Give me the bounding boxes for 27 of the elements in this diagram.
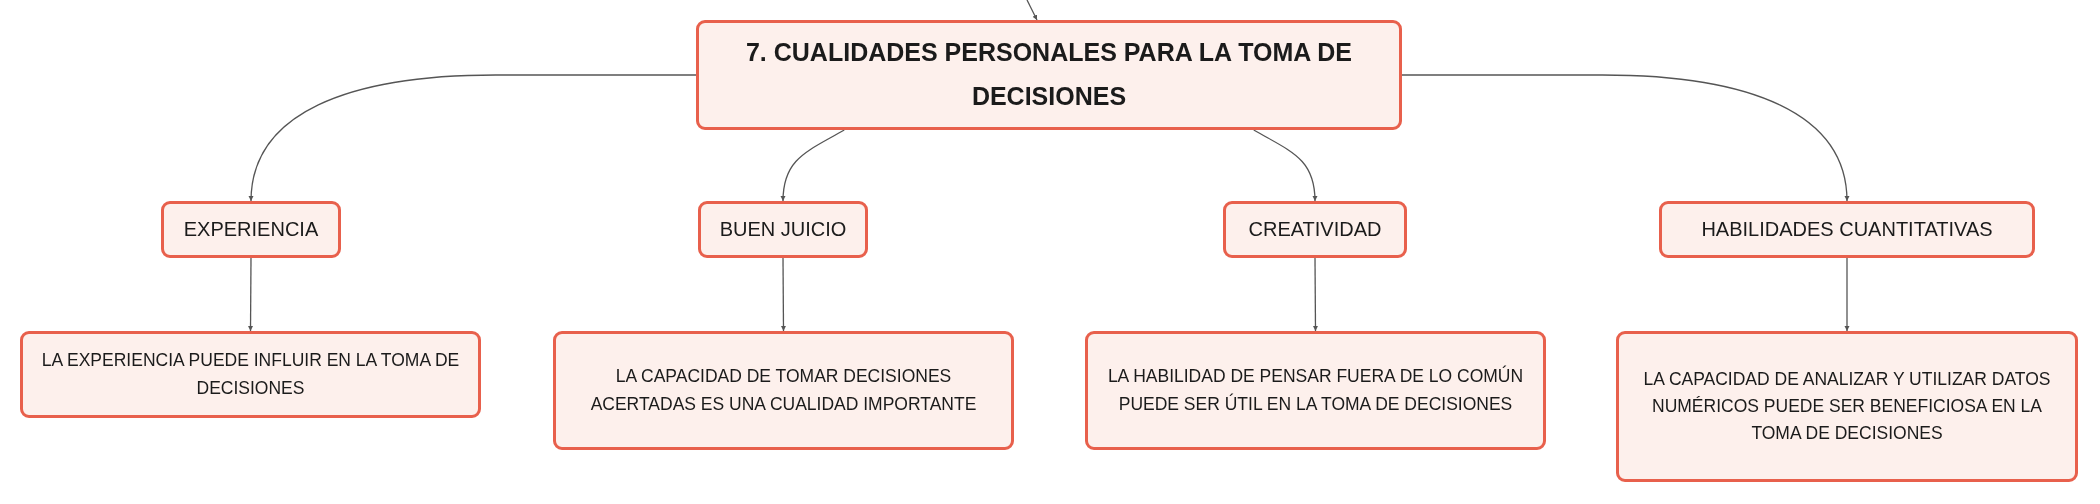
connector-arrow (780, 257, 786, 332)
subtopic-box (161, 201, 341, 258)
topic-title: 7. CUALIDADES PERSONALES PARA LA TOMA DE DECISIONES (744, 37, 1354, 112)
subtopic-box (1223, 201, 1407, 258)
node-text: LA CAPACIDAD DE ANALIZAR Y UTILIZAR DATOS NUMÉRICOS PUEDE SER BENEFICIOSA EN LA TOMA DE DECISIONES (1642, 367, 2052, 446)
connector-arrow (1253, 129, 1318, 202)
node-text: HABILIDADES CUANTITATIVAS (1701, 217, 1993, 242)
connector-arrow (1312, 257, 1318, 332)
node-text: BUEN JUICIO (719, 217, 847, 242)
description-box (1085, 331, 1546, 450)
description-box (1616, 331, 2078, 482)
connector-arrow (249, 74, 697, 202)
node-text: EXPERIENCIA (183, 217, 319, 242)
node-text: LA CAPACIDAD DE TOMAR DECISIONES ACERTADAS ES UNA CUALIDAD IMPORTANTE (589, 365, 978, 416)
connector-arrow (1401, 74, 1849, 202)
connector-arrow (1844, 257, 1850, 332)
connector-arrow (780, 129, 845, 202)
node-text: LA HABILIDAD DE PENSAR FUERA DE LO COMÚN PUEDE SER ÚTIL EN LA TOMA DE DECISIONES (1106, 365, 1525, 416)
connector-arrow (1026, 0, 1038, 21)
node-text: CREATIVIDAD (1248, 217, 1382, 242)
topic-box (696, 20, 1402, 130)
node-text: LA EXPERIENCIA PUEDE INFLUIR EN LA TOMA DE DECISIONES (40, 349, 461, 400)
description-box (553, 331, 1014, 450)
description-box (20, 331, 481, 418)
subtopic-box (698, 201, 868, 258)
subtopic-box (1659, 201, 2035, 258)
connector-arrow (248, 257, 254, 332)
